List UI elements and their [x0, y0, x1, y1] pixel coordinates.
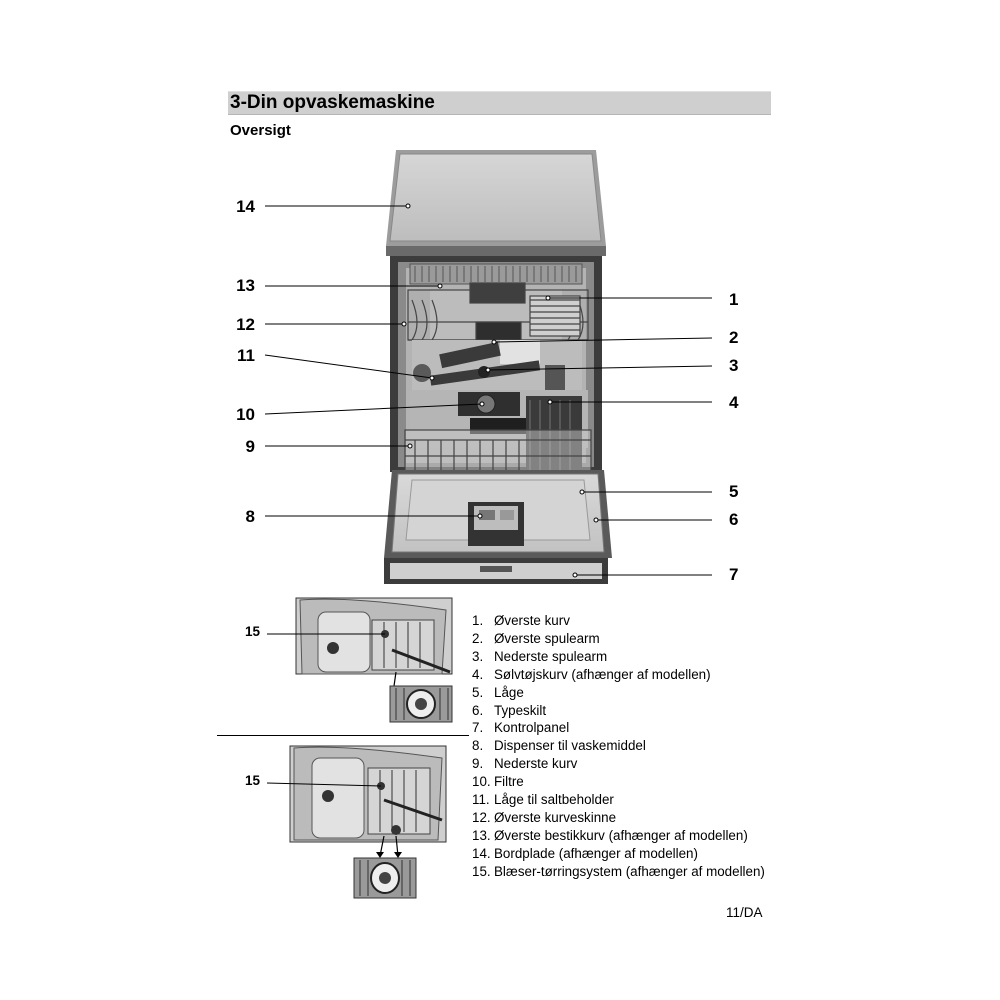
legend-text: Kontrolpanel: [494, 720, 570, 736]
legend-item: 4. Sølvtøjskurv (afhænger af modellen): [472, 666, 765, 684]
legend-item: 15.Blæser-tørringsystem (afhænger af mod…: [472, 863, 765, 881]
callout-11: 11: [237, 346, 255, 365]
callout-12: 12: [236, 315, 255, 334]
legend-item: 2. Øverste spulearm: [472, 630, 765, 648]
legend-number: 3.: [472, 648, 484, 664]
legend-number: 5.: [472, 684, 484, 700]
fan-detail-2: [266, 745, 447, 899]
legend-item: 3. Nederste spulearm: [472, 648, 765, 666]
legend-item: 10.Filtre: [472, 773, 765, 791]
legend-number: 15.: [472, 863, 491, 879]
legend-number: 8.: [472, 738, 484, 754]
page-number: 11/DA: [726, 905, 763, 920]
legend-number: 10.: [472, 774, 491, 790]
legend-text: Øverste kurveskinne: [494, 809, 617, 825]
callout-5: 5: [729, 482, 739, 501]
callout-15-detail-1: 15: [245, 624, 261, 639]
legend-item: 5. Låge: [472, 684, 765, 702]
legend-number: 9.: [472, 756, 484, 772]
legend-text: Nederste spulearm: [494, 648, 608, 664]
legend-item: 1. Øverste kurv: [472, 612, 765, 630]
parts-legend: 1. Øverste kurv 2. Øverste spulearm 3. Nede…: [472, 612, 765, 881]
callout-10: 10: [236, 405, 255, 424]
control-panel: [384, 558, 608, 584]
legend-number: 13.: [472, 827, 491, 843]
legend-item: 8. Dispenser til vaskemiddel: [472, 737, 765, 755]
legend-text: Dispenser til vaskemiddel: [494, 738, 646, 754]
fan-detail-1: [267, 597, 453, 723]
callout-6: 6: [729, 510, 739, 529]
legend-text: Øverste bestikkurv (afhænger af modellen…: [494, 827, 748, 843]
callout-15-detail-2: 15: [245, 773, 261, 788]
legend-number: 2.: [472, 630, 484, 646]
legend-text: Blæser-tørringsystem (afhænger af modell…: [494, 863, 765, 879]
legend-item: 9. Nederste kurv: [472, 755, 765, 773]
legend-item: 14.Bordplade (afhænger af modellen): [472, 845, 765, 863]
legend-text: Øverste spulearm: [494, 630, 600, 646]
lower-basket: [404, 429, 592, 475]
leader-dots: [401, 203, 599, 578]
callout-7: 7: [729, 565, 739, 584]
legend-text: Bordplade (afhænger af modellen): [494, 845, 698, 861]
legend-item: 12.Øverste kurveskinne: [472, 809, 765, 827]
upper-cutlery-tray: [409, 263, 583, 285]
section-header-bar: [228, 91, 771, 115]
callout-13: 13: [236, 276, 255, 295]
callout-9: 9: [245, 437, 255, 456]
legend-number: 14.: [472, 845, 491, 861]
callout-8: 8: [245, 507, 255, 526]
legend-number: 6.: [472, 702, 484, 718]
section-title: 3-Din opvaskemaskine: [230, 92, 435, 113]
legend-text: Typeskilt: [494, 702, 547, 718]
leader-lines: [264, 205, 713, 576]
worktop: [386, 150, 606, 256]
legend-number: 11.: [472, 792, 490, 808]
legend-number: 1.: [472, 613, 484, 628]
callout-1: 1: [729, 290, 739, 309]
door: [384, 470, 612, 558]
legend-text: Øverste kurv: [494, 613, 570, 628]
legend-number: 7.: [472, 720, 484, 736]
legend-item: 6. Typeskilt: [472, 702, 765, 720]
legend-item: 13.Øverste bestikkurv (afhænger af model…: [472, 827, 765, 845]
callout-14: 14: [236, 197, 255, 216]
legend-text: Låge: [494, 684, 524, 700]
legend-text: Nederste kurv: [494, 756, 578, 772]
legend-number: 12.: [472, 809, 491, 825]
legend-number: 4.: [472, 666, 484, 682]
legend-text: Låge til saltbeholder: [494, 792, 614, 808]
callout-4: 4: [729, 393, 739, 412]
callout-3: 3: [729, 356, 739, 375]
upper-basket: [407, 282, 589, 341]
section-subtitle: Oversigt: [230, 122, 291, 139]
legend-item: 11.Låge til saltbeholder: [472, 791, 765, 809]
legend-text: Sølvtøjskurv (afhænger af modellen): [494, 666, 711, 682]
divider-line: [217, 735, 469, 736]
callout-2: 2: [729, 328, 739, 347]
legend-item: 7. Kontrolpanel: [472, 719, 765, 737]
legend-text: Filtre: [494, 774, 524, 790]
